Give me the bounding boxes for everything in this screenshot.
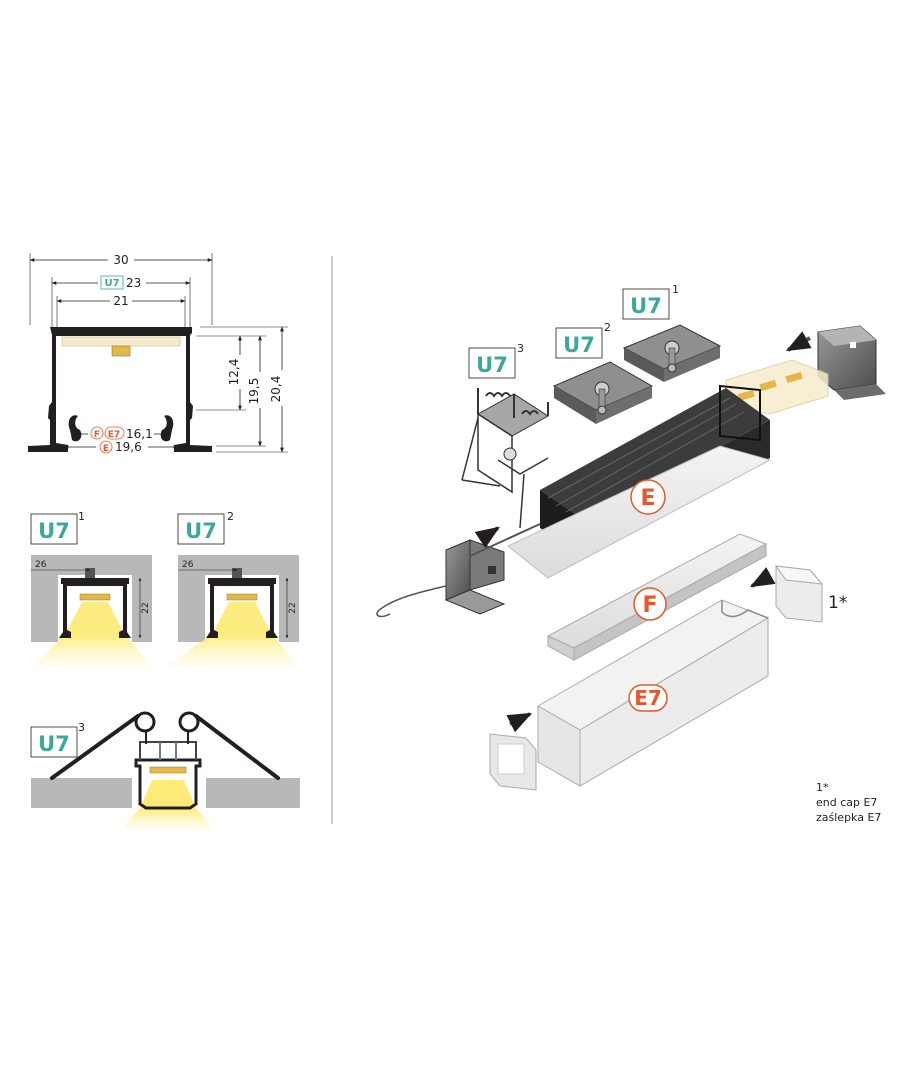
bracket-3-index: 3 [517,342,524,355]
mounting-1-badge: U7 [38,519,70,543]
mounting-option-1: U7 1 26 22 [30,510,152,668]
svg-text:F: F [94,430,100,440]
end-cap-left [376,523,541,618]
mounting-bracket-1 [622,324,722,382]
profile-cross-section: 30 U7 23 21 12,4 19,5 20,4 [28,252,288,454]
mounting-option-2: U7 2 26 22 [165,510,299,668]
mounting-option-3: U7 3 [30,711,300,830]
mounting-2-badge: U7 [185,519,217,543]
dim-total-width: 30 [113,253,128,267]
end-cap-bottom [489,733,537,791]
end-cap-top [817,325,886,400]
mounting-2-index: 2 [227,510,234,523]
f-circle [90,426,104,440]
label-e: E [640,486,655,511]
mounting-1-dim-width: 26 [35,560,47,570]
dim-height-total: 20,4 [269,376,283,403]
bracket-2-badge: U7 [563,333,595,357]
dim-e-width: 19,6 [115,440,142,454]
svg-text:E: E [103,444,109,454]
footnote-line-1: end cap E7 [816,796,877,809]
u7-badge-small [100,275,124,290]
svg-text:U7: U7 [104,278,119,289]
led-strip [725,359,829,415]
footnote: 1* end cap E7 zaślepka E7 [816,781,881,824]
mounting-2-dim-height: 22 [288,602,298,613]
label-f: F [642,593,657,618]
mounting-3-badge: U7 [38,732,70,756]
bracket-1-badge: U7 [630,294,662,318]
bracket-1-index: 1 [672,283,679,296]
svg-text:E7: E7 [108,430,120,440]
mounting-1-dim-height: 22 [141,602,151,613]
mounting-2-dim-width: 26 [182,560,194,570]
mounting-3-index: 3 [78,721,85,734]
cover-f: F [546,533,768,661]
label-e7: E7 [634,686,662,710]
diffuser-e: E [507,445,772,579]
mounting-bracket-3 [461,388,549,529]
bracket-2-index: 2 [604,321,611,334]
cover-e7: E7 [536,599,770,787]
dim-height-mid: 19,5 [247,378,261,405]
dim-fe7-width: 16,1 [126,427,153,441]
exploded-view: U7 1 U7 2 U7 3 [376,283,886,791]
mounting-1-index: 1 [78,510,85,523]
footnote-mark: 1* [816,781,829,794]
bracket-3-badge: U7 [476,353,508,377]
dim-u7-width: 23 [126,276,141,290]
e-circle [99,440,113,454]
e7-pill [104,426,125,440]
footnote-line-2: zaślepka E7 [816,811,881,824]
mounting-bracket-2 [552,361,654,424]
dim-height-small: 12,4 [227,359,241,386]
cap-label: 1* [828,593,847,613]
end-cap-1 [774,565,824,623]
dim-inner-width: 21 [113,294,128,308]
